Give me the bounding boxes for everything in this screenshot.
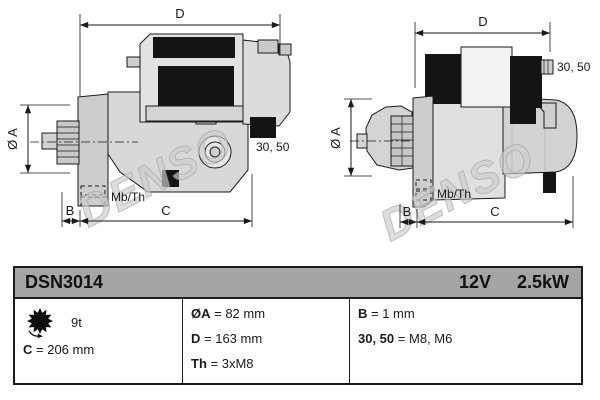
model-number: DSN3014 bbox=[25, 272, 104, 292]
left-mount-label: Mb/Th bbox=[111, 190, 145, 204]
left-view: DENSO D Ø A Mb/Th 30, 50 B C bbox=[5, 6, 292, 237]
right-bottom-stud bbox=[543, 172, 556, 193]
spec-d: D = 163 mm bbox=[191, 331, 263, 346]
spec-table-header: DSN3014 12V 2.5kW bbox=[15, 268, 581, 299]
power-rating: 2.5kW bbox=[516, 272, 569, 292]
left-dim-a: Ø A bbox=[5, 104, 70, 174]
spec-column-3: B = 1 mm 30, 50 = M8, M6 bbox=[349, 299, 581, 383]
technical-drawing: DENSO D Ø A Mb/Th 30, 50 B C bbox=[5, 6, 591, 251]
svg-text:D: D bbox=[478, 14, 487, 29]
spec-table-body: 9t C = 206 mm ØA = 82 mm D = 163 mm Th =… bbox=[15, 299, 581, 383]
right-pinion bbox=[350, 105, 430, 171]
spec-c: C = 206 mm bbox=[23, 342, 95, 357]
pinion-gear-icon bbox=[27, 308, 53, 338]
spec-column-1: 9t C = 206 mm bbox=[15, 299, 182, 383]
voltage-rating: 12V bbox=[458, 272, 491, 292]
spec-column-2: ØA = 82 mm D = 163 mm Th = 3xM8 bbox=[182, 299, 349, 383]
svg-text:C: C bbox=[161, 203, 170, 218]
spec-b: B = 1 mm bbox=[358, 306, 415, 321]
left-terminal-label: 30, 50 bbox=[256, 140, 290, 154]
spec-th: Th = 3xM8 bbox=[191, 356, 254, 371]
right-dim-d: D bbox=[414, 14, 551, 88]
left-pinion bbox=[30, 120, 138, 165]
left-motor-body bbox=[139, 33, 249, 123]
left-terminal-stud bbox=[250, 117, 276, 138]
left-dim-d: D bbox=[79, 6, 281, 96]
svg-text:Ø A: Ø A bbox=[328, 127, 343, 149]
left-dim-b-c: B C bbox=[61, 174, 253, 227]
right-view: DENSO D Ø A Mb/Th 30, 50 B C bbox=[328, 14, 591, 251]
svg-text:C: C bbox=[490, 204, 499, 219]
svg-text:D: D bbox=[175, 6, 184, 21]
svg-text:B: B bbox=[66, 203, 75, 218]
left-end-frame bbox=[242, 39, 292, 138]
spec-t3050: 30, 50 = M8, M6 bbox=[358, 331, 453, 346]
right-dim-b-c: B C bbox=[399, 176, 574, 228]
spec-table: DSN3014 12V 2.5kW 9t C = 206 mm ØA = 82 … bbox=[13, 266, 583, 385]
pinion-teeth-value: 9t bbox=[71, 314, 82, 330]
right-terminal-stud bbox=[540, 59, 554, 75]
left-mount-flange bbox=[77, 93, 109, 207]
svg-text:Ø A: Ø A bbox=[5, 128, 20, 150]
right-mount-label: Mb/Th bbox=[437, 187, 471, 201]
right-terminal-label: 30, 50 bbox=[557, 60, 591, 74]
spec-pinion-teeth: 9t bbox=[25, 306, 174, 338]
svg-text:B: B bbox=[403, 204, 412, 219]
spec-a: ØA = 82 mm bbox=[191, 306, 266, 321]
right-dim-a: Ø A bbox=[328, 98, 372, 177]
right-mount-flange bbox=[412, 95, 434, 208]
